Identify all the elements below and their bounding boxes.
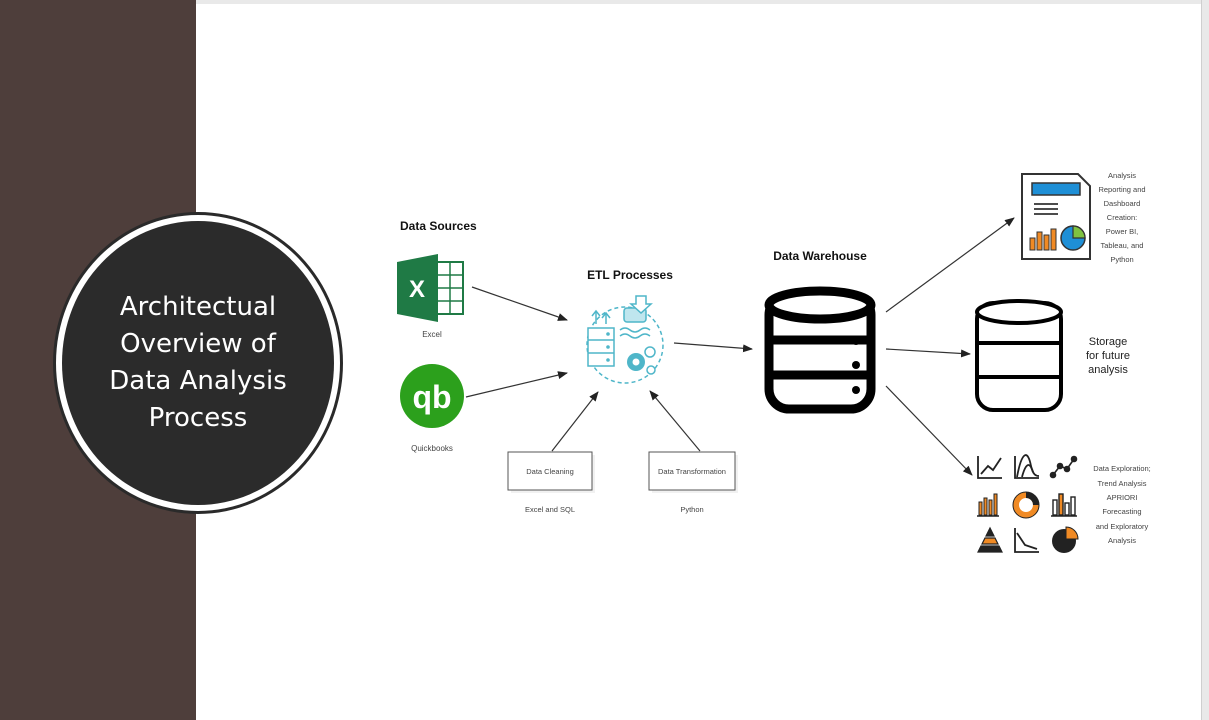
exploration-text-line-1: Data Exploration; bbox=[1093, 464, 1151, 473]
quickbooks-letters: qb bbox=[412, 379, 451, 415]
column-chart-icon bbox=[1051, 493, 1077, 517]
decline-curve-icon bbox=[1014, 528, 1039, 553]
excel-letter: X bbox=[409, 276, 425, 303]
scatter-trend-icon bbox=[1049, 455, 1078, 479]
reporting-text-line-7: Python bbox=[1110, 255, 1133, 264]
data-warehouse-heading: Data Warehouse bbox=[773, 249, 867, 263]
data-cleaning-box: Data Cleaning bbox=[507, 451, 595, 493]
storage-database-icon bbox=[975, 299, 1063, 412]
arrow-etl-to-warehouse bbox=[673, 342, 753, 353]
reporting-text-line-2: Reporting and bbox=[1098, 185, 1145, 194]
data-cleaning-tools: Excel and SQL bbox=[525, 505, 575, 514]
data-warehouse-icon bbox=[764, 286, 876, 414]
report-document-icon bbox=[1021, 173, 1091, 260]
data-transformation-label: Data Transformation bbox=[658, 467, 726, 476]
arrow-cleaning-to-etl bbox=[551, 391, 599, 452]
arrow-warehouse-to-storage bbox=[885, 348, 971, 358]
arrow-quickbooks-to-etl bbox=[465, 371, 568, 398]
arrow-warehouse-to-reporting bbox=[885, 217, 1015, 313]
data-cleaning-label: Data Cleaning bbox=[526, 467, 574, 476]
right-scroll-edge bbox=[1201, 0, 1209, 720]
exploration-text-line-4: Forecasting bbox=[1102, 507, 1141, 516]
etl-heading: ETL Processes bbox=[587, 268, 673, 282]
quickbooks-label: Quickbooks bbox=[411, 444, 453, 453]
arrow-excel-to-etl bbox=[471, 286, 568, 321]
top-border bbox=[196, 0, 1209, 4]
reporting-text-line-3: Dashboard bbox=[1104, 199, 1141, 208]
excel-label: Excel bbox=[422, 330, 442, 339]
reporting-text-line-4: Creation: bbox=[1107, 213, 1137, 222]
storage-text-line-2: for future bbox=[1086, 350, 1130, 362]
pyramid-chart-icon bbox=[977, 526, 1003, 553]
slide-title: Architectual Overview of Data Analysis P… bbox=[109, 292, 287, 433]
donut-chart-icon bbox=[1012, 491, 1040, 519]
storage-text-line-3: analysis bbox=[1088, 364, 1128, 376]
exploration-text-line-6: Analysis bbox=[1108, 536, 1136, 545]
etl-process-icon bbox=[586, 295, 664, 384]
reporting-text-line-6: Tableau, and bbox=[1101, 241, 1144, 250]
exploration-text-line-5: and Exploratory bbox=[1096, 522, 1149, 531]
exploration-text-line-2: Trend Analysis bbox=[1098, 479, 1147, 488]
excel-icon: X bbox=[397, 254, 464, 322]
arrow-transform-to-etl bbox=[649, 390, 701, 452]
pie-chart-icon bbox=[1052, 526, 1079, 553]
title-circle: Architectual Overview of Data Analysis P… bbox=[62, 221, 334, 505]
reporting-text-line-1: Analysis bbox=[1108, 171, 1136, 180]
exploration-text-line-3: APRIORI bbox=[1107, 493, 1138, 502]
arrow-warehouse-to-exploration bbox=[885, 385, 973, 476]
bell-curve-icon bbox=[1014, 454, 1040, 479]
line-chart-icon bbox=[977, 456, 1002, 479]
data-transformation-tools: Python bbox=[680, 505, 703, 514]
quickbooks-icon: qb bbox=[400, 364, 464, 428]
bar-chart-icon bbox=[977, 493, 999, 517]
reporting-text-line-5: Power BI, bbox=[1106, 227, 1139, 236]
data-sources-heading: Data Sources bbox=[400, 219, 477, 233]
storage-text-line-1: Storage bbox=[1089, 336, 1128, 348]
data-transformation-box: Data Transformation bbox=[648, 451, 738, 493]
